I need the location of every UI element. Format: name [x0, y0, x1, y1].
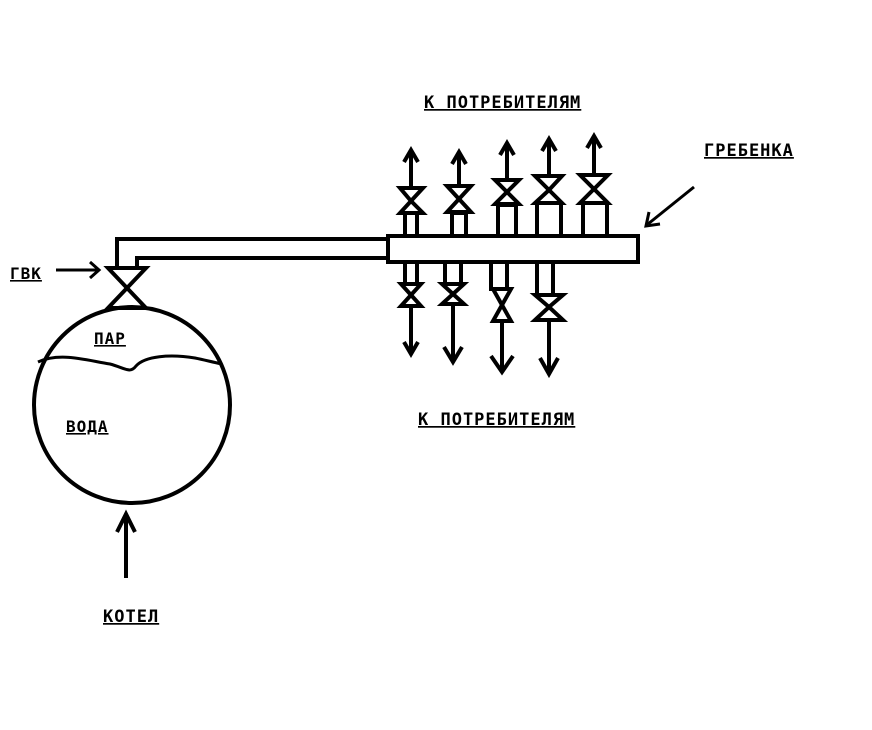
top-branch-1: [395, 146, 428, 238]
header-arrow: [644, 185, 695, 228]
top-branch-2: [442, 148, 476, 238]
bottom-branch-4: [529, 260, 569, 379]
main-steam-valve: [103, 266, 151, 310]
gvk-arrow: [56, 260, 102, 280]
bottom-branch-2: [436, 260, 470, 366]
label-boiler: КОТЕЛ: [103, 607, 159, 627]
water-level-line: [37, 354, 223, 372]
boiler-drum: [32, 305, 232, 505]
top-branch-4: [529, 135, 567, 238]
main-steam-pipe: [115, 237, 388, 268]
top-branch-3: [490, 139, 524, 238]
label-consumers-bottom: К ПОТРЕБИТЕЛЯМ: [418, 410, 575, 430]
boiler-arrow: [115, 509, 137, 578]
header-manifold: [386, 234, 640, 264]
bottom-branch-1: [396, 260, 426, 358]
top-branch-5: [575, 132, 613, 238]
label-gvk: ГВК: [10, 264, 42, 283]
label-water: ВОДА: [66, 417, 109, 436]
label-consumers-top: К ПОТРЕБИТЕЛЯМ: [424, 93, 581, 113]
label-header: ГРЕБЕНКА: [704, 141, 794, 161]
bottom-branch-3: [489, 260, 515, 376]
label-steam: ПАР: [94, 329, 126, 348]
